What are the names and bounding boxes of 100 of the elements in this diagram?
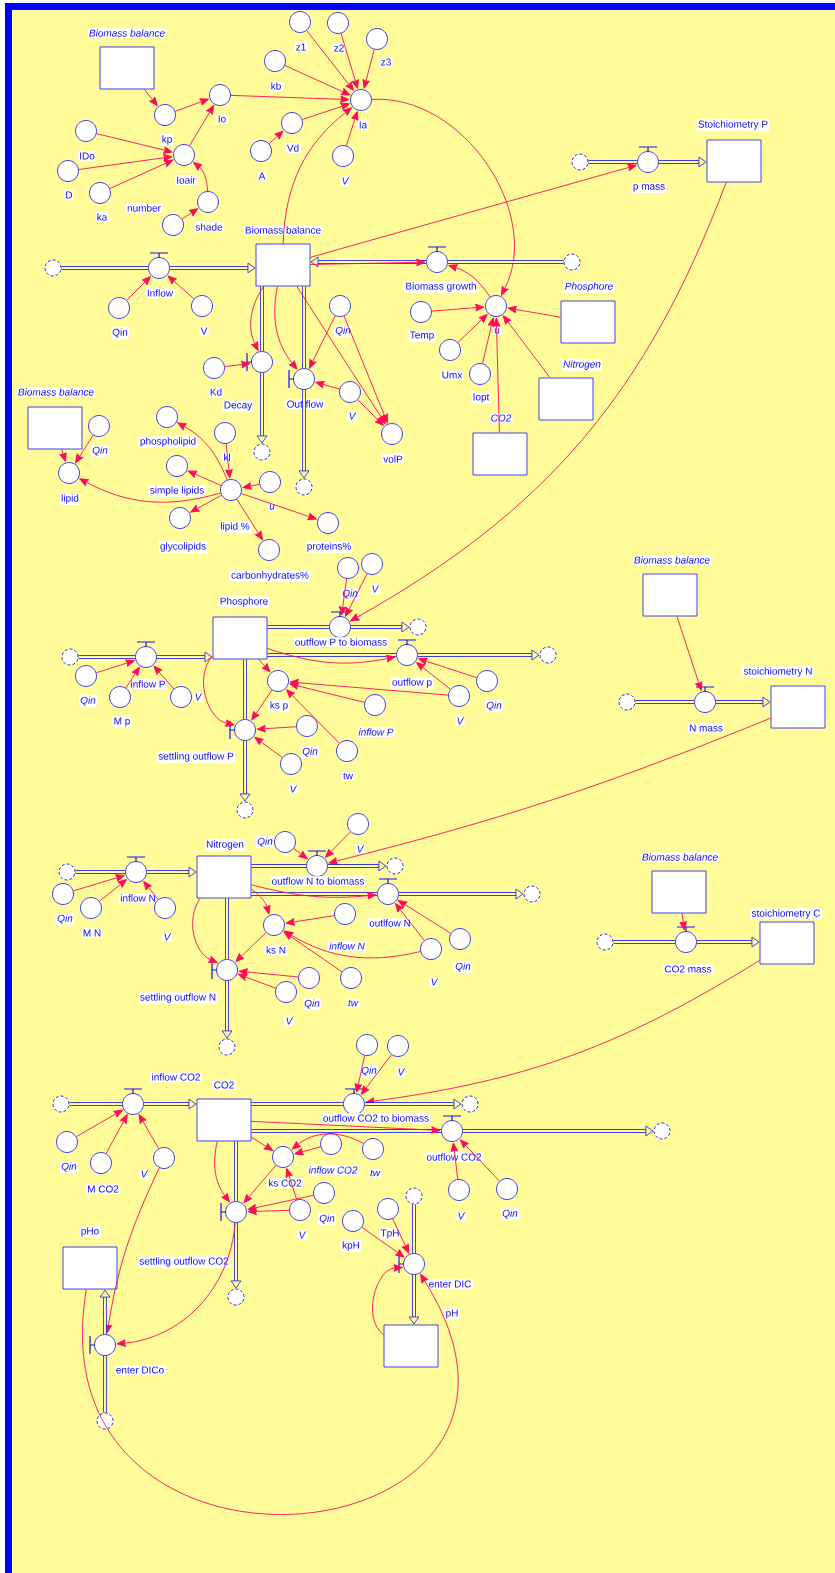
- node-label: Vd: [286, 144, 299, 152]
- node-label: Nitrogen: [206, 840, 244, 850]
- link-arrow: [328, 717, 772, 865]
- node-label: Qin: [302, 747, 318, 757]
- link-arrow: [189, 104, 215, 147]
- flow-pipe: [298, 389, 310, 479]
- node-label: kpH: [342, 1241, 360, 1251]
- node-label: V: [458, 1212, 466, 1220]
- flow-pipe: [243, 659, 247, 720]
- flow-valve: Decay: [222, 351, 273, 412]
- node-label: V: [357, 845, 365, 853]
- link-arrow: [482, 317, 496, 364]
- link-arrow: [450, 1142, 459, 1180]
- flow-valve: Inflow: [145, 252, 175, 298]
- cloud: [253, 443, 271, 461]
- link-arrow: [59, 448, 67, 462]
- node-label: ka: [97, 213, 108, 221]
- flow-pipe: [408, 1274, 420, 1325]
- link-arrow: [362, 49, 375, 89]
- node-label: CO2: [214, 1081, 234, 1089]
- node-label: Iopt: [473, 393, 490, 403]
- link-arrow: [181, 208, 199, 220]
- flow-pipe: [61, 266, 149, 270]
- link-arrow: [274, 285, 298, 370]
- link-arrow: [125, 666, 140, 689]
- node-label: CO2: [491, 414, 512, 422]
- cloud: [653, 1122, 671, 1140]
- node-label: Qin: [92, 446, 108, 456]
- link-arrow: [238, 968, 299, 978]
- link-arrow: [254, 736, 283, 758]
- link-arrow: [258, 658, 271, 673]
- node-label: Qin: [319, 1214, 335, 1224]
- node-label: kb: [271, 82, 281, 90]
- node-label: V: [286, 1017, 294, 1025]
- node-label: inflow N: [120, 894, 155, 902]
- node-label: Qin: [455, 962, 471, 972]
- flow-pipe: [239, 740, 251, 802]
- node-label: V: [398, 1068, 406, 1076]
- node-label: Inflow: [147, 289, 174, 297]
- node-label: stoichiometry C: [751, 909, 821, 919]
- link-arrow: [294, 1146, 321, 1156]
- flow-pipe: [412, 1204, 416, 1254]
- link-arrow: [104, 1167, 160, 1334]
- link-arrow: [350, 181, 727, 622]
- flow-pipe: [715, 696, 771, 708]
- flow-pipe: [327, 860, 387, 872]
- node-label: tw: [348, 999, 359, 1007]
- node-label: Qin: [304, 999, 320, 1009]
- flow-pipe: [658, 156, 707, 168]
- flow-pipe: [225, 898, 229, 960]
- link-arrow: [291, 1133, 364, 1150]
- node-label: outlfow N: [369, 919, 411, 927]
- link-arrow: [236, 498, 263, 541]
- link-arrow: [251, 689, 273, 721]
- link-arrow: [250, 1136, 274, 1152]
- flow-pipe: [267, 653, 397, 657]
- node-label: shade: [195, 223, 223, 231]
- stock-box: Biomass balance: [632, 555, 712, 617]
- node-label: Umx: [442, 371, 463, 379]
- node-label: V: [141, 1170, 149, 1178]
- stock-box: Nitrogen: [196, 839, 252, 899]
- link-arrow: [457, 313, 488, 343]
- link-arrow: [96, 133, 173, 154]
- link-arrow: [392, 1218, 410, 1254]
- flow-valve: p mass: [631, 146, 667, 193]
- link-arrow: [301, 102, 350, 120]
- link-arrow: [431, 303, 485, 312]
- node-label: Stoichiometry P: [698, 120, 768, 130]
- node-label: Qin: [112, 328, 128, 338]
- link-arrow: [190, 494, 222, 513]
- flow-valve: settling outflow CO2: [138, 1201, 247, 1268]
- node-label: V: [372, 585, 380, 593]
- flow-pipe: [398, 888, 524, 900]
- link-arrow: [357, 399, 384, 426]
- flow-pipe: [221, 980, 233, 1039]
- flow-pipe: [143, 1098, 197, 1110]
- link-arrow: [250, 888, 271, 915]
- link-arrow: [679, 912, 687, 931]
- link-arrow: [345, 573, 368, 617]
- link-arrow: [343, 315, 388, 424]
- link-arrow: [309, 163, 637, 258]
- link-arrow: [306, 30, 354, 91]
- link-arrow: [371, 98, 515, 296]
- node-label: Phosphore: [220, 597, 268, 607]
- link-arrow: [308, 315, 336, 369]
- flow-pipe: [267, 625, 330, 629]
- flow-valve: Biomass growth: [404, 246, 478, 293]
- flow-valve: inflow N: [119, 856, 157, 903]
- link-arrow: [193, 162, 209, 192]
- node-label: Qin: [57, 914, 73, 924]
- node-label: Biomass balance: [245, 226, 321, 234]
- link-arrow: [492, 317, 501, 434]
- link-arrow: [325, 831, 351, 858]
- flow-valve: settling outflow N: [138, 959, 238, 1004]
- node-label: Qin: [335, 326, 351, 336]
- link-arrow: [84, 1273, 457, 1515]
- link-arrow: [339, 578, 347, 616]
- stock-box: Phosphore: [212, 596, 270, 660]
- node-label: Biomass balance: [89, 29, 165, 37]
- link-arrow: [240, 493, 317, 521]
